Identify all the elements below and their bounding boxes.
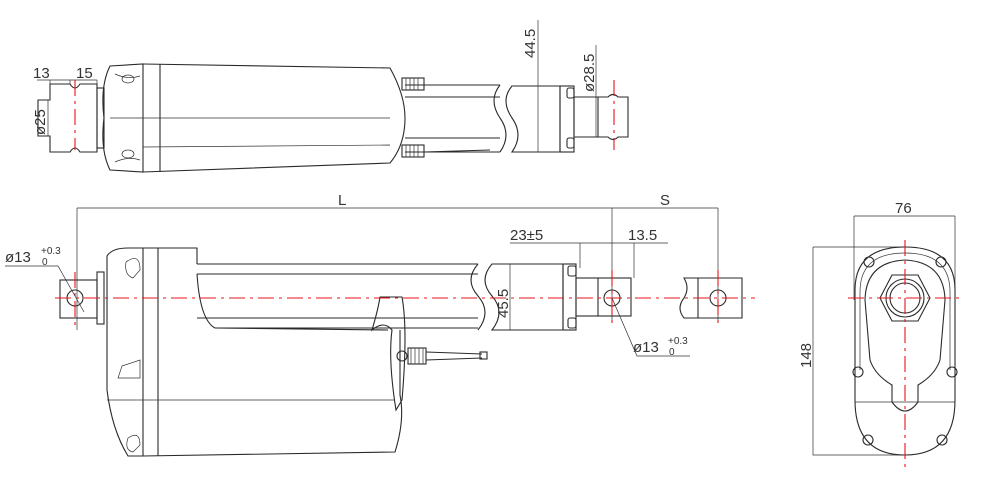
dim-dia28-5: ø28.5 bbox=[581, 54, 598, 92]
dim-44-5: 44.5 bbox=[522, 29, 539, 58]
top-view: 13 15 ø25 44.5 ø28.5 bbox=[32, 20, 629, 173]
hole-right-tol-lower: 0 bbox=[669, 347, 675, 358]
hole-left-dia: ø13 bbox=[5, 249, 31, 266]
side-end-cap bbox=[106, 247, 144, 457]
end-inner-contour bbox=[864, 259, 946, 412]
side-rear-clevis bbox=[59, 279, 98, 319]
dim-148: 148 bbox=[798, 343, 815, 368]
hole-left-tol-lower: 0 bbox=[42, 257, 48, 268]
top-connector-upper bbox=[401, 77, 425, 91]
top-tube bbox=[405, 84, 500, 153]
dim-76: 76 bbox=[895, 200, 912, 217]
dim-13-5: 13.5 bbox=[628, 227, 657, 244]
dim-23pm5: 23±5 bbox=[510, 227, 543, 244]
end-view: 76 148 bbox=[798, 200, 962, 470]
top-break-right bbox=[505, 85, 561, 153]
side-rod-end bbox=[575, 277, 632, 317]
cable-connector-icon bbox=[396, 350, 408, 362]
top-end-cap bbox=[102, 63, 144, 173]
hole-right-dia: ø13 bbox=[633, 339, 659, 356]
dim-15: 15 bbox=[76, 65, 93, 82]
hole-right-tol-upper: +0.3 bbox=[668, 336, 688, 347]
dim-13: 13 bbox=[33, 65, 50, 82]
side-gear-housing bbox=[143, 247, 198, 264]
dim-S: S bbox=[660, 192, 670, 209]
top-break-left bbox=[493, 84, 507, 153]
top-front-clevis bbox=[573, 93, 629, 141]
dim-dia25: ø25 bbox=[32, 109, 49, 135]
top-rear-clevis bbox=[37, 83, 98, 153]
side-view: L S 23±5 13.5 bbox=[5, 192, 755, 457]
bolt-icons bbox=[852, 256, 958, 446]
hole-left-tol-upper: +0.3 bbox=[41, 246, 61, 257]
side-motor-tag bbox=[370, 296, 406, 412]
side-motor-body bbox=[142, 330, 403, 457]
side-extended-rod-end bbox=[679, 277, 743, 319]
top-connector-lower bbox=[401, 144, 425, 158]
dim-45-5: 45.5 bbox=[495, 289, 512, 318]
top-motor-body bbox=[142, 63, 406, 173]
side-tube bbox=[197, 263, 478, 329]
dim-L: L bbox=[338, 192, 346, 209]
